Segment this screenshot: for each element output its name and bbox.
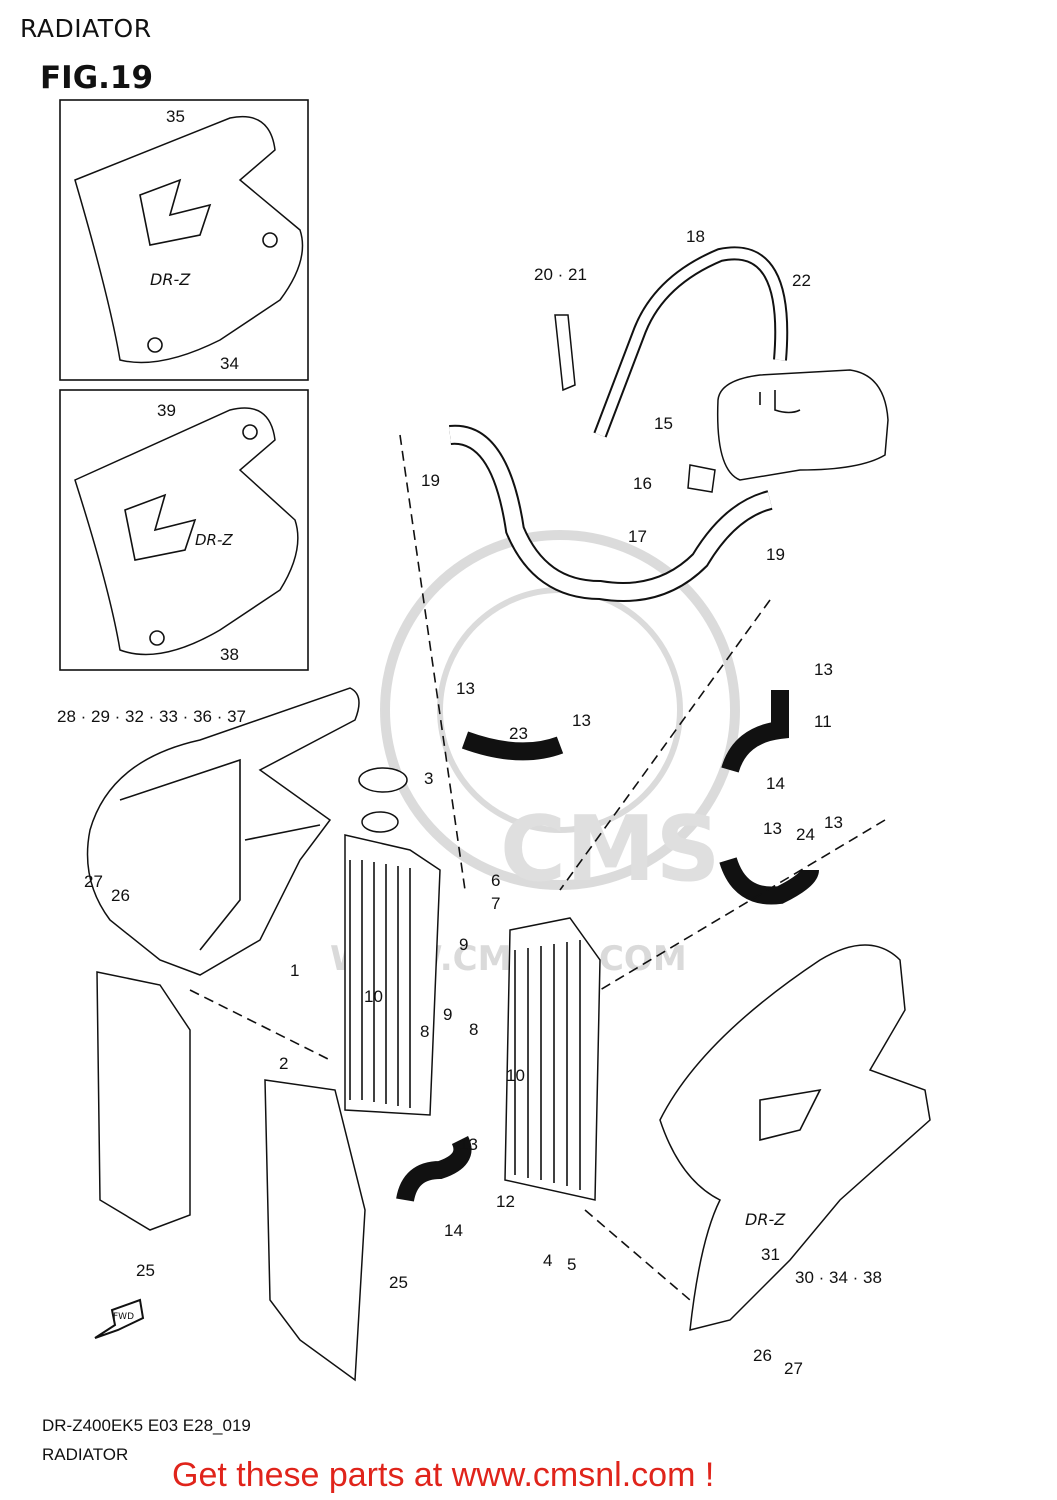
shroud-decal-34: DR-Z [74,116,304,364]
hose-24 [719,857,819,905]
svg-text:DR-Z: DR-Z [745,1210,786,1229]
footer-model-code: DR-Z400EK5 E03 E28_019 [42,1416,251,1435]
svg-text:DR-Z: DR-Z [195,531,233,549]
shroud-decal-38: DR-Z [74,407,299,656]
callout-27: 27 [784,1359,803,1378]
callout-20-21: 20 · 21 [534,265,587,284]
callout-25: 25 [136,1261,155,1280]
hose-11 [721,690,789,773]
callout-13: 13 [456,679,475,698]
callout-34: 34 [220,354,239,373]
callout-26: 26 [111,886,130,905]
callout-8: 8 [469,1020,478,1039]
callout-10: 10 [364,987,383,1006]
footer-caption: RADIATOR [42,1445,129,1464]
callout-9: 9 [443,1005,452,1024]
callout-19: 19 [766,545,785,564]
radiator-guard-right [264,1079,366,1382]
callout-4: 4 [543,1251,552,1270]
callout-15: 15 [654,414,673,433]
callout-7: 7 [491,894,500,913]
callout-35: 35 [166,107,185,126]
hose-23 [461,731,564,761]
callout-31: 31 [761,1245,780,1264]
callout-22: 22 [792,271,811,290]
callout-13: 13 [814,660,833,679]
reservoir-tank [687,369,889,493]
callout-26: 26 [753,1346,772,1365]
callout-38: 38 [220,645,239,664]
decal-box-bottom [59,389,309,671]
hose-12 [396,1135,472,1202]
radiator-cap [358,767,408,793]
callout-17: 17 [628,527,647,546]
callout-11: 11 [814,712,832,731]
callout-24: 24 [796,825,815,844]
callout-18: 18 [686,227,705,246]
callout-labels: 35 34 39 38 18 20 · 21 22 15 16 19 19 17… [57,107,882,1378]
radiator-shroud-left [86,687,360,976]
callout-28-37: 28 · 29 · 32 · 33 · 36 · 37 [57,707,246,726]
callout-39: 39 [157,401,176,420]
svg-text:DR-Z: DR-Z [150,270,191,289]
callout-23: 23 [509,724,528,743]
callout-10: 10 [506,1066,525,1085]
radiator-left [344,811,441,1116]
callout-1: 1 [290,961,299,980]
fwd-direction-icon: FWD [94,1298,145,1339]
callout-14: 14 [444,1221,463,1240]
fwd-label: FWD [113,1312,134,1322]
callout-14: 14 [766,774,785,793]
radiator-shroud-right: DR-Z [659,944,931,1331]
callout-2: 2 [279,1054,288,1073]
callout-25: 25 [389,1273,408,1292]
callout-5: 5 [567,1255,576,1274]
page-title: RADIATOR [20,14,152,43]
clamp-20 [554,314,576,392]
radiator-right [504,917,601,1201]
callout-13: 13 [824,813,843,832]
callout-19: 19 [421,471,440,490]
callout-30-34-38: 30 · 34 · 38 [795,1268,882,1287]
callout-8: 8 [420,1022,429,1041]
callout-6: 6 [491,871,500,890]
callout-12: 12 [496,1192,515,1211]
figure-label: FIG.19 [40,60,154,96]
callout-3: 3 [424,769,433,788]
callout-16: 16 [633,474,652,493]
callout-13: 13 [763,819,782,838]
callout-9: 9 [459,935,468,954]
callout-27: 27 [84,872,103,891]
watermark-logo-text: CMS [500,797,720,902]
callout-13: 13 [572,711,591,730]
callout-13: 13 [459,1135,478,1154]
promo-link[interactable]: Get these parts at www.cmsnl.com ! [172,1456,715,1494]
decal-box-top [59,99,309,381]
radiator-guard-left [96,971,191,1231]
